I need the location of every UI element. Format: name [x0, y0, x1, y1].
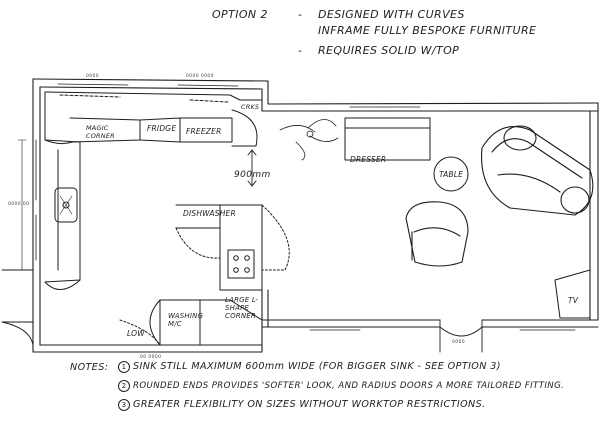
label-table: TABLE [439, 170, 464, 179]
dimension-top: 0000 [86, 74, 100, 79]
label-washing-mc: WASHING M/C [168, 312, 204, 328]
note-2-text: ROUNDED ENDS PROVIDES 'SOFTER' LOOK, AND… [133, 381, 565, 391]
lower-units [119, 299, 263, 346]
top-units [44, 91, 263, 147]
header-dash-3: - [298, 44, 303, 57]
sofa [481, 125, 594, 216]
label-dresser: DRESSER [350, 155, 387, 164]
dimension-arrow [247, 149, 257, 187]
dresser [344, 117, 431, 161]
note-1-marker: 1 [118, 361, 130, 373]
label-magic-corner: MAGIC CORNER [86, 124, 115, 140]
label-900mm: 900mm [234, 170, 271, 180]
label-tv: TV [568, 296, 579, 305]
dimension-left: 0000 00 [8, 202, 30, 207]
header-dash-1: - [298, 8, 303, 21]
note-3-marker: 3 [118, 399, 130, 411]
dimension-door: 0000 [452, 340, 466, 345]
windows [35, 83, 576, 331]
note-3-text: GREATER FLEXIBILITY ON SIZES WITHOUT WOR… [133, 399, 486, 410]
label-freezer: FREEZER [186, 127, 222, 136]
option-title: OPTION 2 [212, 8, 268, 21]
dimension-bottom: 00 0000 [140, 355, 162, 360]
plant-sketch [279, 119, 339, 161]
notes-title: NOTES: [70, 362, 109, 373]
round-table [433, 156, 469, 192]
tv-unit [554, 269, 591, 319]
left-dimension [17, 139, 27, 271]
header-line-3: REQUIRES SOLID W/TOP [318, 44, 460, 57]
header-line-2: INFRAME FULLY BESPOKE FURNITURE [318, 24, 537, 37]
left-units [44, 139, 81, 290]
label-low: LOW [127, 329, 145, 338]
note-2-marker: 2 [118, 380, 130, 392]
outer-walls [32, 78, 599, 353]
header-line-1: DESIGNED WITH CURVES [318, 8, 465, 21]
island-units [175, 204, 290, 291]
side-door [1, 269, 34, 346]
armchair [405, 201, 469, 267]
living-door [439, 319, 483, 353]
note-1-text: SINK STILL MAXIMUM 600mm WIDE (FOR BIGGE… [133, 361, 501, 372]
label-dishwasher: DISHWASHER [183, 209, 236, 218]
label-large-l-shape-corner: LARGE L-SHAPE CORNER [225, 296, 259, 320]
label-fridge: FRIDGE [147, 124, 177, 133]
dimension-top-mid: 0000 0000 [186, 74, 214, 79]
label-crks: CRKS [241, 103, 260, 111]
